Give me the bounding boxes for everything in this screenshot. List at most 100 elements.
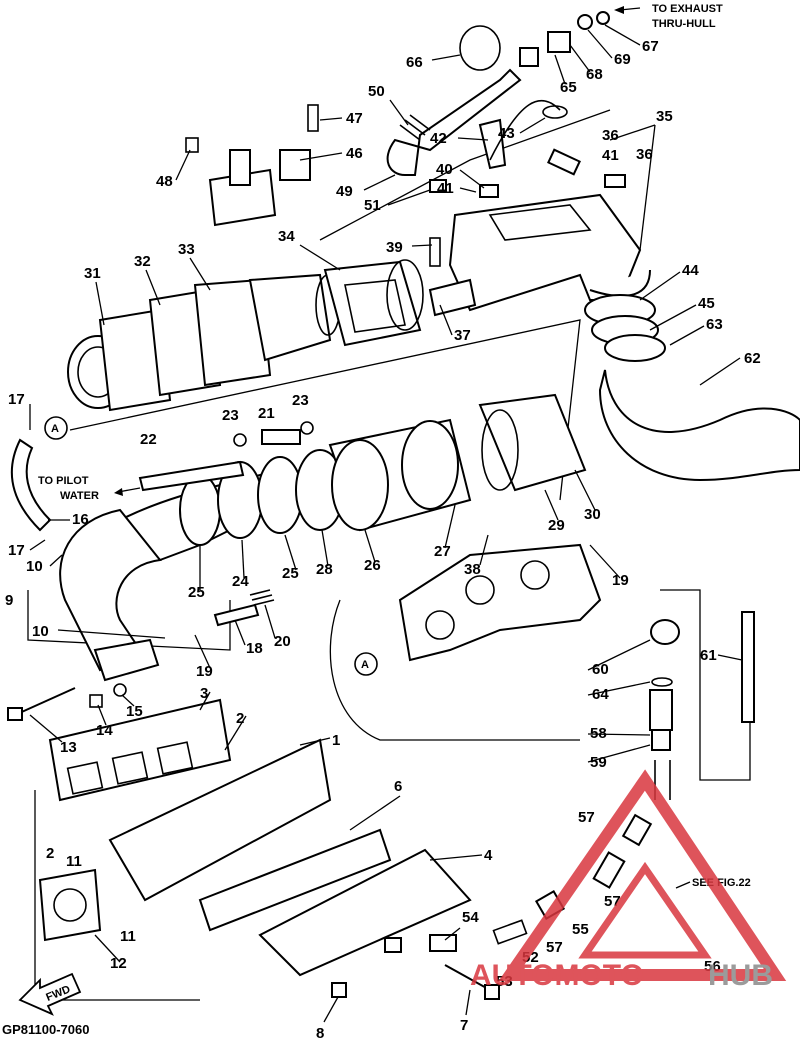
callout-55: 55	[572, 921, 589, 938]
callout-58: 58	[590, 725, 607, 742]
callout-27: 27	[434, 543, 451, 560]
callout-36a: 36	[602, 127, 619, 144]
callout-33: 33	[178, 241, 195, 258]
callout-2: 2	[236, 710, 244, 727]
callout-7: 7	[460, 1017, 468, 1034]
callout-38: 38	[464, 561, 481, 578]
callout-23a: 23	[222, 407, 239, 424]
callout-6: 6	[394, 778, 402, 795]
callout-1: 1	[332, 732, 340, 749]
svg-text:TO PILOT: TO PILOT	[38, 475, 89, 487]
elbow-pipe-9	[59, 508, 162, 672]
callout-2b: 2	[46, 845, 54, 862]
callout-35: 35	[656, 108, 673, 125]
svg-text:A: A	[361, 659, 369, 671]
part-artwork	[7, 11, 800, 1001]
callout-60: 60	[592, 661, 609, 678]
callout-45: 45	[698, 295, 715, 312]
callout-17b: 17	[8, 542, 25, 559]
callout-48: 48	[156, 173, 173, 190]
exhaust-hose-62	[598, 369, 800, 482]
leader-lines	[29, 24, 743, 1023]
svg-text:THRU-HULL: THRU-HULL	[652, 18, 716, 30]
callout-29: 29	[548, 517, 565, 534]
gasket-34	[323, 260, 422, 347]
callout-59: 59	[590, 754, 607, 771]
callout-43: 43	[498, 125, 515, 142]
callout-51: 51	[364, 197, 381, 214]
callout-47: 47	[346, 110, 363, 127]
ref-mark-a-lower: A	[354, 652, 378, 676]
svg-text:A: A	[51, 423, 59, 435]
callout-44: 44	[682, 262, 699, 279]
callout-66: 66	[406, 54, 423, 71]
callout-50: 50	[368, 83, 385, 100]
callout-19b: 19	[612, 572, 629, 589]
callout-9: 9	[5, 592, 13, 609]
callout-40: 40	[436, 161, 453, 178]
callout-25a: 25	[188, 584, 205, 601]
callout-26: 26	[364, 557, 381, 574]
svg-text:WATER: WATER	[60, 490, 99, 502]
callout-18: 18	[246, 640, 263, 657]
callout-65: 65	[560, 79, 577, 96]
muffler-front-section	[67, 273, 341, 412]
callout-28: 28	[316, 561, 333, 578]
callout-16: 16	[72, 511, 89, 528]
callout-11a: 11	[66, 853, 82, 870]
callout-64: 64	[592, 686, 609, 703]
callout-13: 13	[60, 739, 77, 756]
callout-39: 39	[386, 239, 403, 256]
callout-57a: 57	[578, 809, 595, 826]
callout-11b: 11	[120, 928, 136, 945]
ref-mark-a-upper: A	[44, 416, 68, 440]
callout-46: 46	[346, 145, 363, 162]
callout-14: 14	[96, 722, 113, 739]
callout-12: 12	[110, 955, 127, 972]
callout-57c: 57	[546, 939, 563, 956]
callout-67: 67	[642, 38, 659, 55]
callout-22: 22	[140, 431, 157, 448]
callout-8: 8	[316, 1025, 324, 1038]
callout-36b: 36	[636, 146, 653, 163]
callout-41a: 41	[437, 180, 454, 197]
callout-24: 24	[232, 573, 249, 590]
callout-30: 30	[584, 506, 601, 523]
fwd-arrow-icon: FWD	[18, 972, 82, 1016]
hose-50	[386, 68, 522, 176]
callout-23b: 23	[292, 392, 309, 409]
watermark-brand-a: AUTOMOTO	[470, 959, 644, 992]
callout-3: 3	[200, 685, 208, 702]
exhaust-manifold	[38, 698, 472, 977]
callout-21: 21	[258, 405, 275, 422]
callout-17a: 17	[8, 391, 25, 408]
exhaust-note: TO EXHAUST THRU-HULL	[614, 3, 723, 30]
callout-54: 54	[462, 909, 479, 926]
callout-34: 34	[278, 228, 295, 245]
watermark-logo: AUTOMOTO HUB	[470, 769, 787, 992]
upper-chamber-35	[448, 193, 642, 312]
callout-32: 32	[134, 253, 151, 270]
callout-37: 37	[454, 327, 471, 344]
callout-31: 31	[84, 265, 101, 282]
diagram-code: GP81100-7060	[2, 1022, 89, 1037]
callout-25b: 25	[282, 565, 299, 582]
callout-63: 63	[706, 316, 723, 333]
middle-muffler	[118, 393, 587, 562]
callout-10a: 10	[26, 558, 43, 575]
callout-69: 69	[614, 51, 631, 68]
callout-62: 62	[744, 350, 761, 367]
callout-15: 15	[126, 703, 143, 720]
engine-block-outline	[398, 543, 602, 662]
pilot-water-note: TO PILOT WATER	[38, 475, 141, 502]
callout-20: 20	[274, 633, 291, 650]
watermark-triangle-icon	[498, 769, 787, 981]
callout-61: 61	[700, 647, 717, 664]
svg-text:TO EXHAUST: TO EXHAUST	[652, 3, 723, 15]
watermark-brand-b: HUB	[708, 959, 773, 992]
callout-4: 4	[484, 847, 493, 864]
callout-10b: 10	[32, 623, 49, 640]
callout-68: 68	[586, 66, 603, 83]
callout-19a: 19	[196, 663, 213, 680]
